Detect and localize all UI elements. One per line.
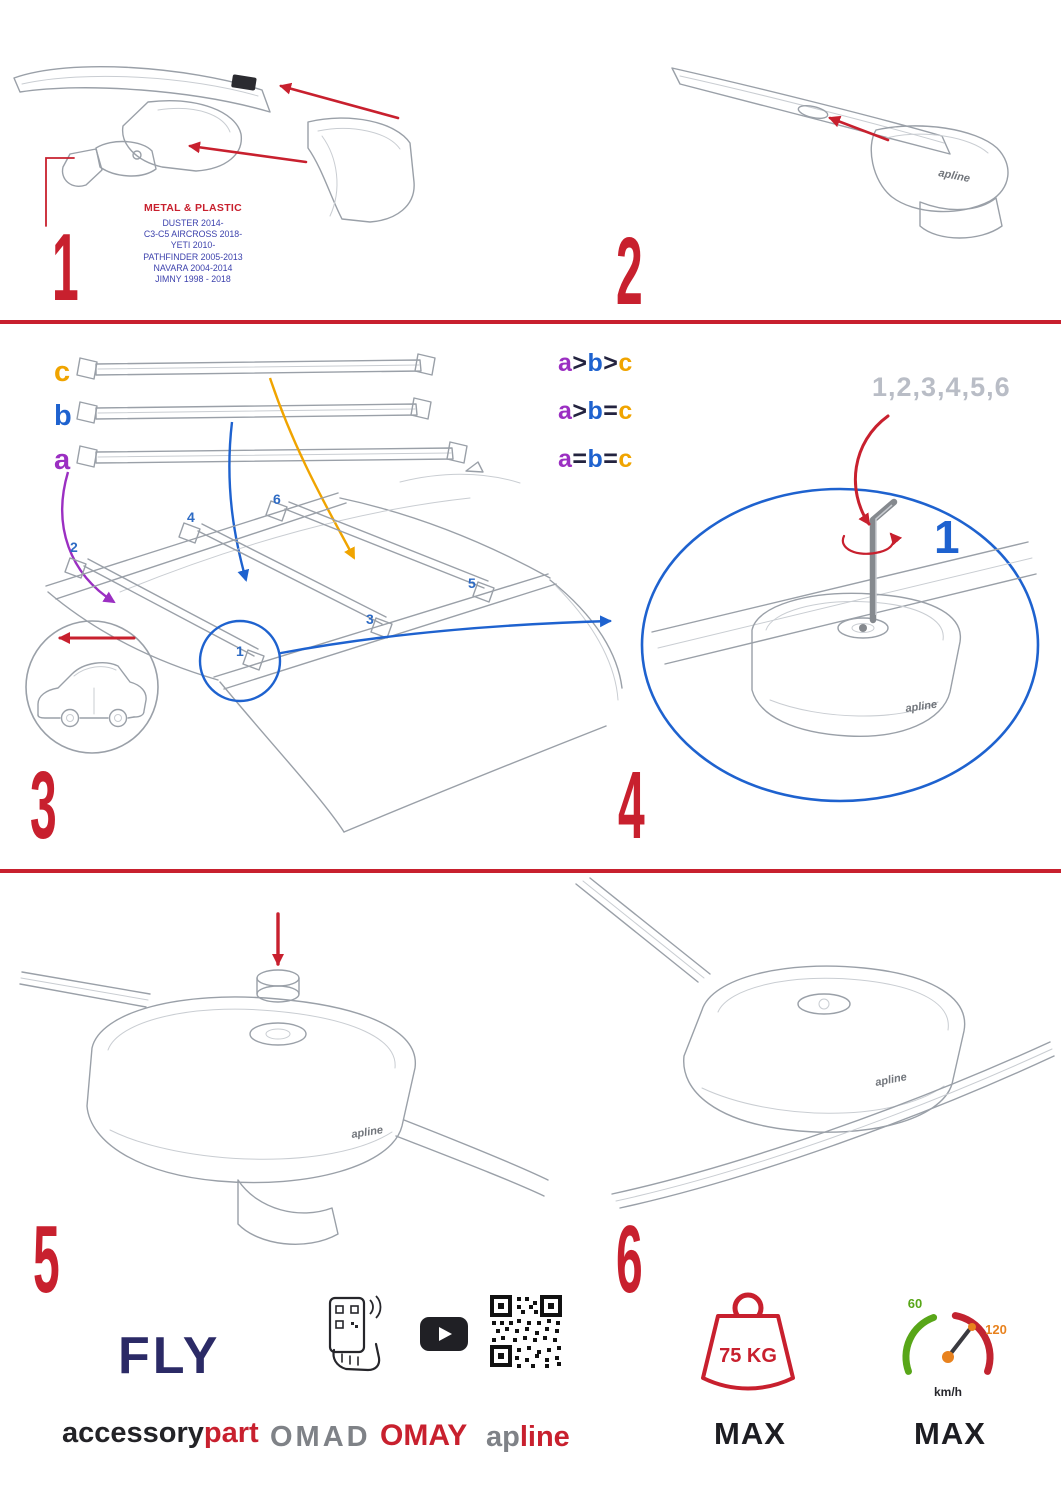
red-leader-line: [45, 157, 75, 227]
car-roof-drawing: [45, 461, 623, 833]
model-item: C3-C5 AIRCROSS 2018-: [143, 229, 243, 240]
crossbar-b-drawing: [76, 397, 432, 424]
model-item: DUSTER 2014-: [162, 218, 224, 228]
step5-diagram: apline: [19, 912, 549, 1245]
crossbar-drawing: [19, 971, 151, 1008]
step6-number: 6: [616, 1206, 643, 1313]
speedometer-icon: 60 120 km/h: [902, 1296, 1007, 1399]
section-divider: [0, 320, 1061, 324]
product-brand-label: apline: [937, 167, 971, 185]
rail-drawing: [395, 1119, 549, 1197]
position-2: 2: [70, 539, 78, 555]
sequence-arrow: [853, 414, 890, 526]
bar-logo-sticker: [231, 74, 257, 91]
section-divider: [0, 869, 1061, 873]
foot-detail-drawing: apline: [751, 592, 962, 738]
step2-diagram: apline: [671, 67, 1009, 239]
accessorypart-logo-red: part: [203, 1417, 259, 1449]
omay-logo: OMAY: [380, 1419, 468, 1452]
step4-diagram: apline: [640, 414, 1040, 803]
fly-logo: FLY: [118, 1327, 221, 1385]
step3-number: 3: [30, 752, 57, 859]
material-label: METAL & PLASTIC: [143, 202, 243, 214]
detail-highlight-circle: [198, 619, 282, 703]
model-item: YETI 2010-: [170, 240, 216, 251]
rotation-arrow: [841, 532, 903, 555]
product-brand-label: apline: [905, 699, 938, 715]
tightening-sequence: 1,2,3,4,5,6: [872, 372, 1011, 402]
rail-drawing: [651, 541, 1037, 665]
foot-drawing: apline: [86, 996, 416, 1245]
position-1: 1: [236, 643, 244, 659]
step6-diagram: apline: [575, 877, 1055, 1209]
accessorypart-logo-black: accessory: [62, 1417, 204, 1449]
apline-logo-gray: ap: [486, 1421, 520, 1453]
foot-covered-drawing: apline: [683, 965, 966, 1133]
speed-low-label: 60: [908, 1296, 922, 1311]
crossbar-a-drawing: [76, 441, 468, 468]
detail-pointer-arrow: [279, 615, 612, 655]
product-brand-label: apline: [351, 1124, 384, 1141]
speed-high-label: 120: [985, 1322, 1007, 1337]
front-direction-inset: [25, 620, 159, 754]
step2-number: 2: [616, 218, 643, 325]
model-item: NAVARA 2004-2014: [153, 262, 233, 273]
rail-drawing: [611, 1041, 1055, 1209]
weight-max-label: MAX: [714, 1416, 786, 1451]
step1-number: 1: [52, 214, 79, 321]
formula-row: a>b>c: [558, 349, 633, 377]
formula-row: a>b=c: [558, 397, 633, 425]
position-3: 3: [366, 611, 374, 627]
bar-label-b: b: [54, 400, 72, 432]
position-5: 5: [468, 575, 476, 591]
red-arrow-to-clamp: [188, 141, 308, 164]
omad-logo: OMAD: [270, 1421, 371, 1453]
vehicle-models-list: DUSTER 2014- C3-C5 AIRCROSS 2018- YETI 2…: [108, 218, 278, 285]
cover-piece-drawing: [307, 117, 415, 223]
step1-diagram: [13, 65, 415, 227]
weight-value: 75 KG: [719, 1345, 777, 1367]
bar-label-c: c: [54, 356, 71, 388]
zoom-circle: [640, 487, 1040, 803]
scan-phone-icon: [328, 1295, 382, 1372]
hex-key-drawing: [869, 498, 898, 624]
length-leader-lines: [61, 377, 356, 604]
crossbar-drawing: [575, 877, 711, 983]
red-arrow-to-slot: [828, 115, 890, 142]
bar-label-a: a: [54, 444, 71, 476]
position-6: 6: [273, 491, 281, 507]
crossbar-end-drawing: [13, 65, 271, 113]
crossbar-c-drawing: [76, 353, 436, 380]
position-4: 4: [187, 509, 195, 525]
formula-row: a=b=c: [558, 445, 633, 473]
apline-logo: apline: [486, 1423, 570, 1452]
bar-foot-drawing: apline: [870, 125, 1009, 239]
product-brand-label: apline: [874, 1071, 908, 1089]
step3-diagram: [25, 353, 623, 833]
cover-cap-drawing: [256, 969, 300, 1003]
speed-unit-label: km/h: [934, 1385, 962, 1399]
length-formulas: a>b>c a>b=c a=b=c: [558, 348, 633, 492]
accessorypart-logo: accessorypart: [62, 1419, 259, 1448]
foot-clamp-drawing: [61, 100, 242, 187]
youtube-icon: [420, 1317, 468, 1351]
red-arrow-to-bar: [279, 82, 400, 120]
speed-max-label: MAX: [914, 1416, 986, 1451]
step5-number: 5: [33, 1206, 60, 1313]
step4-number: 4: [618, 752, 645, 859]
weight-icon: 75 KG: [701, 1292, 795, 1391]
model-item: PATHFINDER 2005-2013: [143, 251, 243, 262]
crossbar-drawing: [671, 67, 951, 155]
qr-code: [487, 1292, 565, 1370]
apline-logo-red: line: [519, 1421, 570, 1453]
model-item: JIMNY 1998 - 2018: [155, 274, 231, 285]
sequence-first-number: 1: [934, 511, 960, 563]
